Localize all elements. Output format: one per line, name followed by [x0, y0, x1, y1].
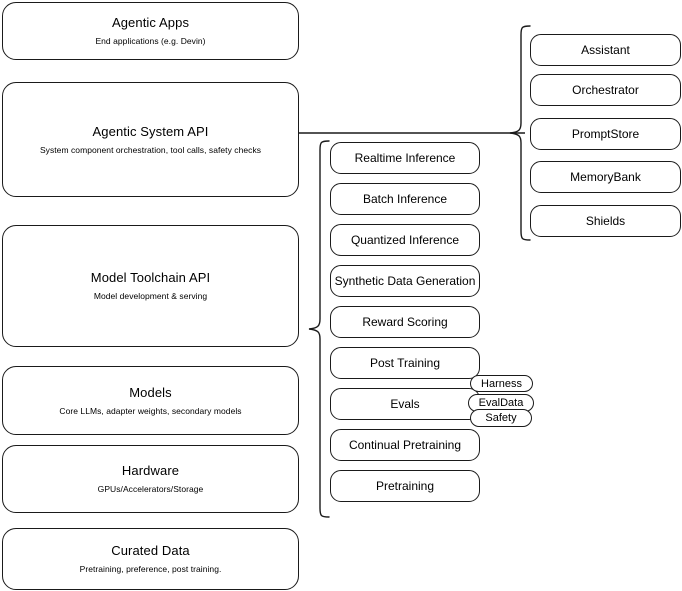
- toolchain-component-reward-scoring[interactable]: Reward Scoring: [330, 306, 480, 338]
- stack-layer-models[interactable]: Models Core LLMs, adapter weights, secon…: [2, 366, 299, 435]
- component-label: Reward Scoring: [362, 315, 448, 329]
- layer-subtitle: System component orchestration, tool cal…: [39, 144, 262, 155]
- component-label: PromptStore: [571, 127, 640, 141]
- layer-subtitle: Pretraining, preference, post training.: [79, 564, 222, 575]
- toolchain-component-post-training[interactable]: Post Training: [330, 347, 480, 379]
- toolchain-component-realtime-inference[interactable]: Realtime Inference: [330, 142, 480, 174]
- layer-title: Curated Data: [111, 543, 190, 559]
- component-label: Orchestrator: [572, 83, 639, 97]
- component-label: Continual Pretraining: [348, 438, 462, 452]
- toolchain-component-synthetic-data-generation[interactable]: Synthetic Data Generation: [330, 265, 480, 297]
- system-api-connector-line: [299, 132, 525, 134]
- system-component-orchestrator[interactable]: Orchestrator: [530, 74, 681, 106]
- component-label: MemoryBank: [570, 170, 641, 184]
- pill-label: EvalData: [478, 397, 524, 409]
- toolchain-component-pretraining[interactable]: Pretraining: [330, 470, 480, 502]
- stack-layer-agentic-system-api[interactable]: Agentic System API System component orch…: [2, 82, 299, 197]
- layer-subtitle: GPUs/Accelerators/Storage: [97, 484, 204, 495]
- system-component-memorybank[interactable]: MemoryBank: [530, 161, 681, 193]
- system-component-assistant[interactable]: Assistant: [530, 34, 681, 66]
- component-label: Evals: [390, 397, 420, 411]
- layer-title: Model Toolchain API: [90, 270, 211, 286]
- pill-label: Safety: [485, 412, 517, 424]
- component-label: Quantized Inference: [350, 233, 460, 247]
- stack-layer-model-toolchain-api[interactable]: Model Toolchain API Model development & …: [2, 225, 299, 347]
- layer-title: Models: [129, 384, 172, 400]
- pill-label: Harness: [481, 377, 522, 390]
- component-label: Batch Inference: [362, 192, 448, 206]
- system-component-promptstore[interactable]: PromptStore: [530, 118, 681, 150]
- component-label: Assistant: [581, 43, 630, 57]
- evals-subcomponent-harness[interactable]: Harness: [470, 375, 533, 392]
- evals-subcomponent-evaldata[interactable]: EvalData: [468, 394, 534, 412]
- component-label: Pretraining: [375, 479, 435, 493]
- layer-subtitle: Core LLMs, adapter weights, secondary mo…: [59, 405, 242, 416]
- layer-subtitle: End applications (e.g. Devin): [95, 36, 206, 47]
- component-label: Realtime Inference: [354, 151, 456, 165]
- layer-title: Agentic System API: [92, 123, 209, 139]
- stack-layer-agentic-apps[interactable]: Agentic Apps End applications (e.g. Devi…: [2, 2, 299, 60]
- component-label: Synthetic Data Generation: [334, 274, 476, 288]
- component-label: Shields: [585, 214, 626, 228]
- toolchain-component-batch-inference[interactable]: Batch Inference: [330, 183, 480, 215]
- toolchain-component-evals[interactable]: Evals: [330, 388, 480, 420]
- stack-layer-curated-data[interactable]: Curated Data Pretraining, preference, po…: [2, 528, 299, 590]
- layer-subtitle: Model development & serving: [93, 291, 208, 302]
- toolchain-components-brace: [308, 140, 330, 518]
- component-label: Post Training: [369, 356, 441, 370]
- layer-title: Agentic Apps: [111, 15, 190, 31]
- system-component-shields[interactable]: Shields: [530, 205, 681, 237]
- stack-layer-hardware[interactable]: Hardware GPUs/Accelerators/Storage: [2, 445, 299, 513]
- toolchain-component-continual-pretraining[interactable]: Continual Pretraining: [330, 429, 480, 461]
- toolchain-component-quantized-inference[interactable]: Quantized Inference: [330, 224, 480, 256]
- layer-title: Hardware: [121, 463, 180, 479]
- evals-subcomponent-safety[interactable]: Safety: [470, 409, 532, 427]
